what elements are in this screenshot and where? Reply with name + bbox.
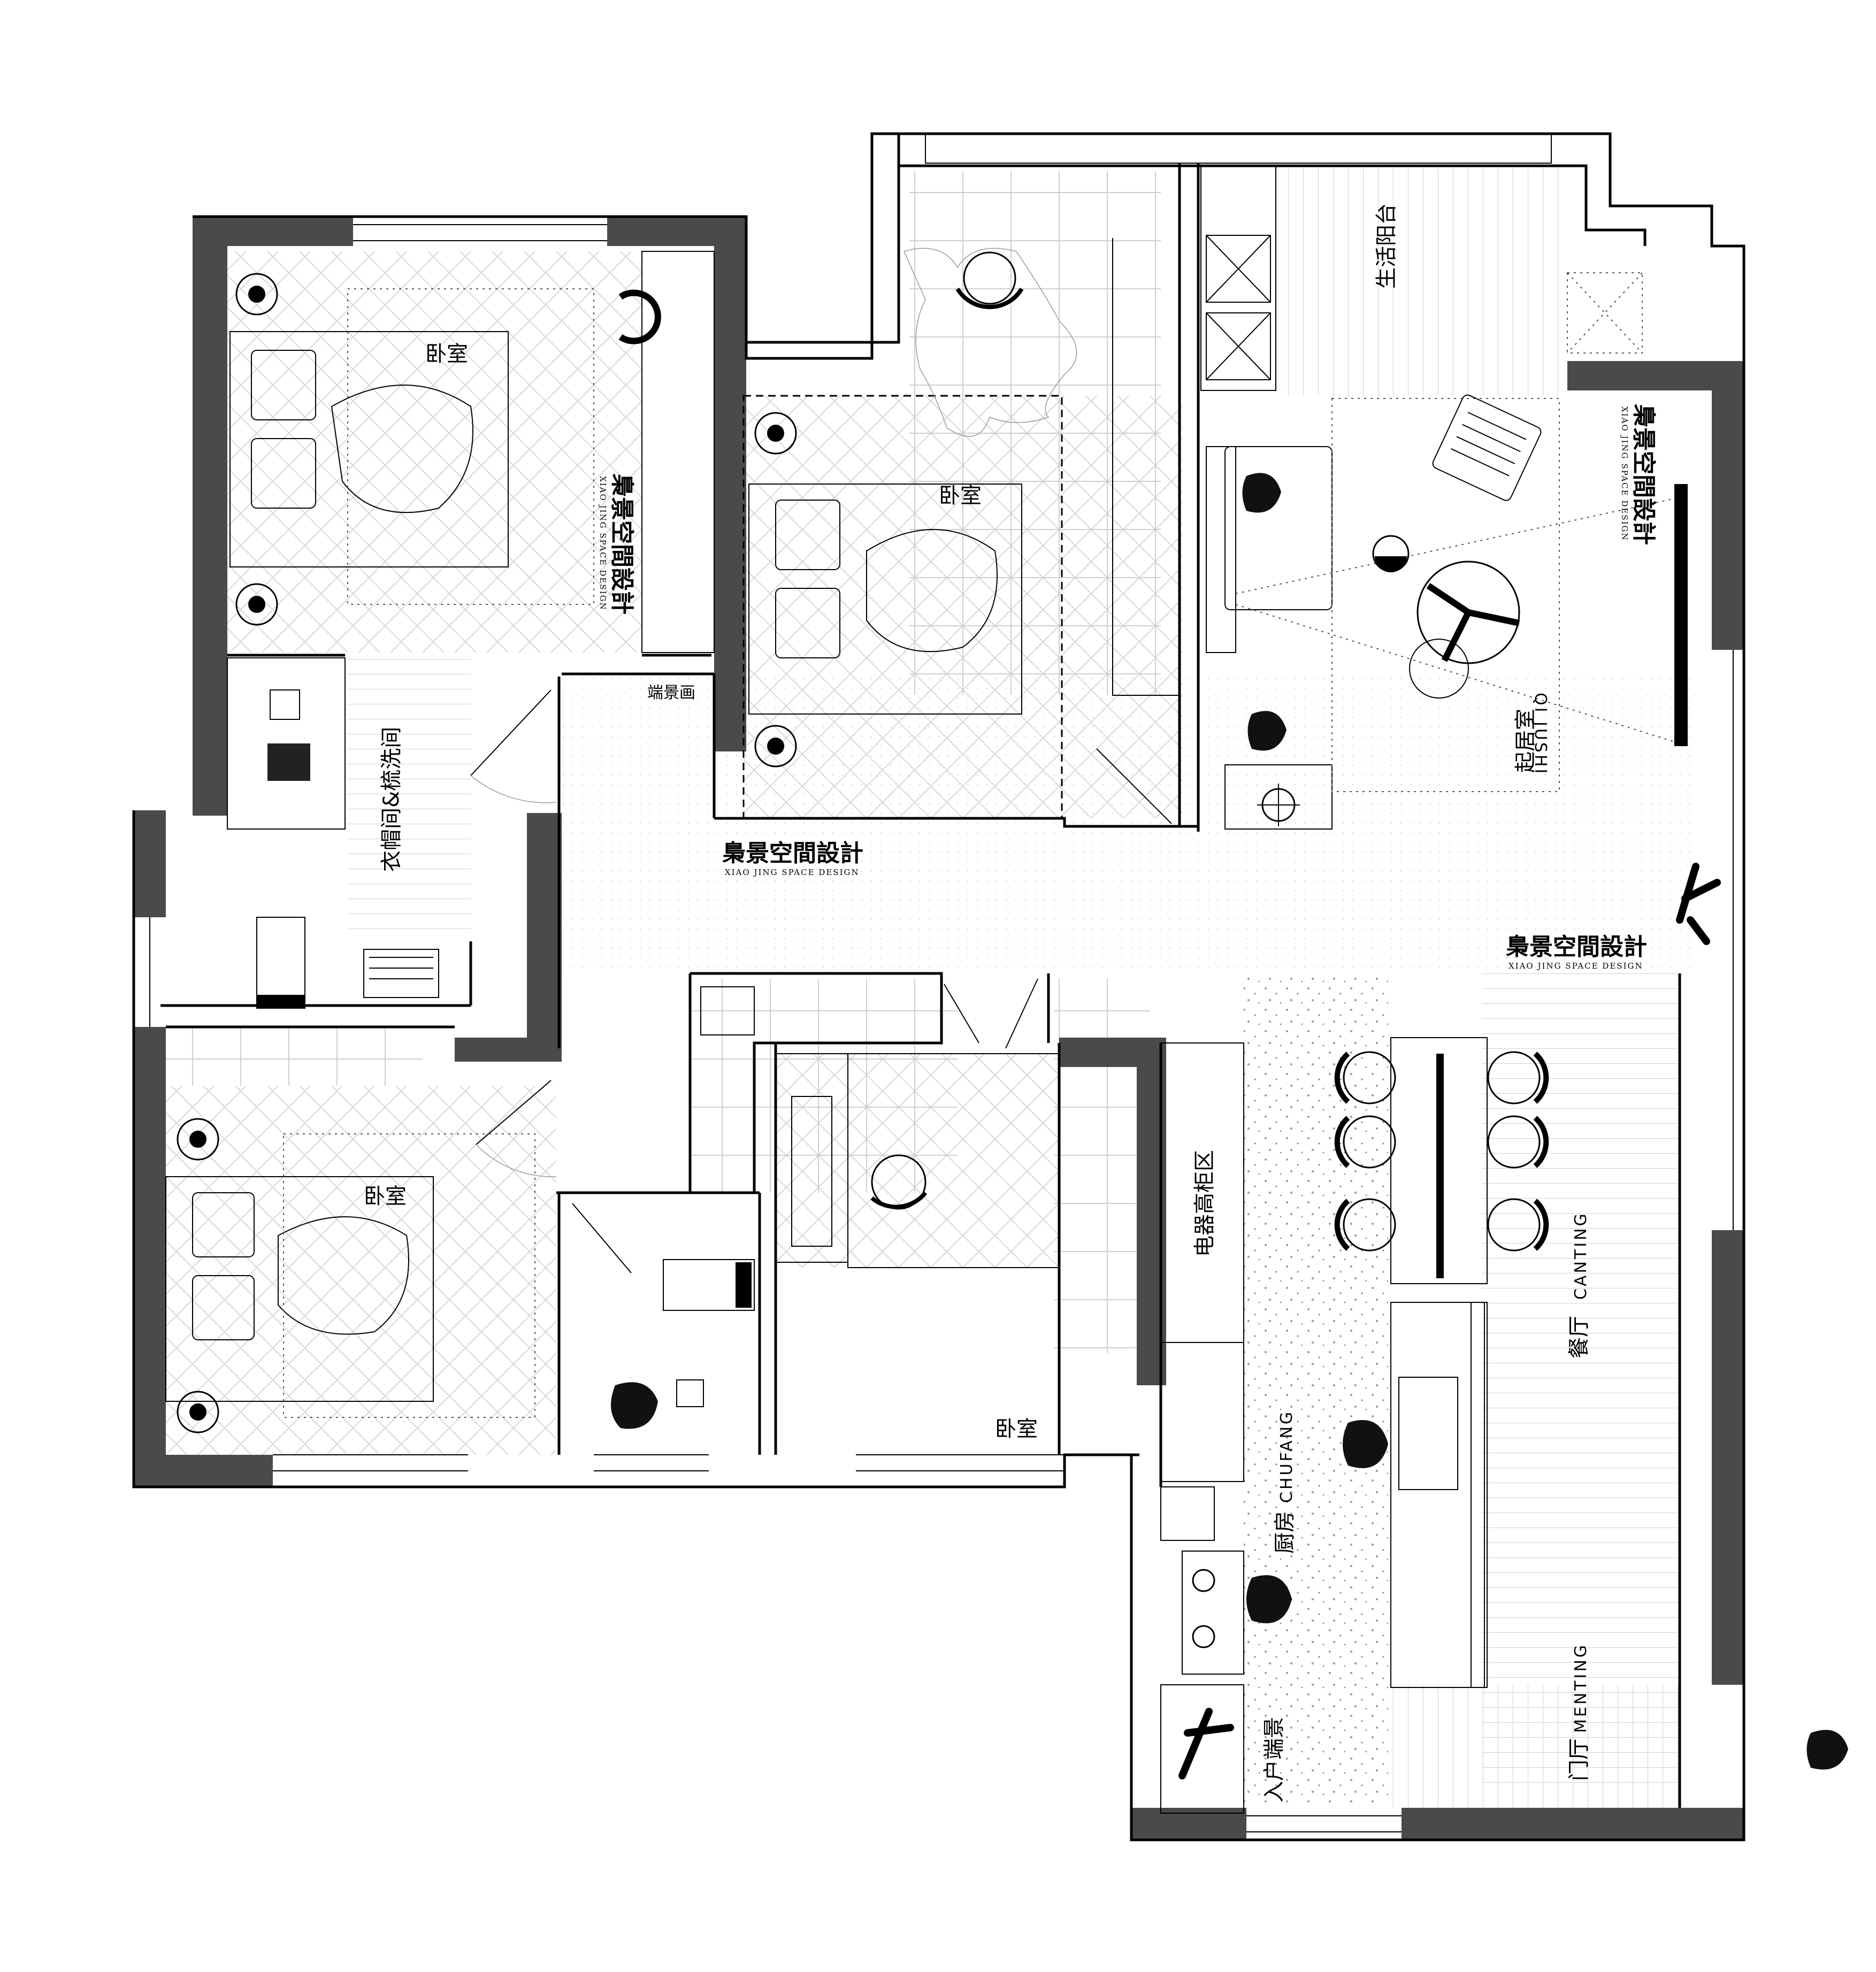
dining-en-label: CANTING (1572, 1211, 1590, 1300)
svg-text:梟景空間設計: 梟景空間設計 (722, 840, 863, 867)
study-tiles (909, 171, 1161, 695)
foyer-floor (1391, 1685, 1680, 1808)
end-painting-label: 端景画 (647, 684, 695, 702)
bedroom-center-label: 卧室 (939, 484, 982, 508)
furniture (165, 165, 1848, 1814)
bed-center (748, 484, 1022, 715)
svg-text:梟景空間設計: 梟景空間設計 (1630, 403, 1657, 545)
brand-marks: 梟景空間設計 XIAO JING SPACE DESIGN 梟景空間設計 XIA… (598, 403, 1657, 971)
bedroom-bl-floor (166, 1086, 556, 1455)
svg-text:XIAO JING SPACE DESIGN: XIAO JING SPACE DESIGN (598, 476, 608, 611)
walls (134, 217, 1744, 1840)
brand-mark-right: 梟景空間設計 XIAO JING SPACE DESIGN (1505, 933, 1647, 971)
dining-floor (1482, 973, 1680, 1797)
closet-floor (348, 658, 471, 941)
brand-mark-center: 梟景空間設計 XIAO JING SPACE DESIGN (722, 840, 863, 877)
svg-text:梟景空間設計: 梟景空間設計 (1505, 933, 1647, 961)
bedroom-bc-label: 卧室 (995, 1417, 1038, 1441)
svg-text:XIAO JING SPACE DESIGN: XIAO JING SPACE DESIGN (1620, 406, 1629, 541)
brand-mark-tl-vertical: 梟景空間設計 XIAO JING SPACE DESIGN (598, 473, 635, 615)
foyer-label: 门厅 (1567, 1738, 1591, 1781)
svg-text:XIAO JING SPACE DESIGN: XIAO JING SPACE DESIGN (1509, 961, 1643, 971)
closet-label: 衣帽间&梳洗间 (379, 727, 404, 872)
bed-tl (229, 331, 509, 567)
floor-finishes (166, 166, 1693, 1808)
kitchen-label: 厨房 (1273, 1511, 1297, 1554)
labels: 卧室 卧室 卧室 卧室 端景画 衣帽间&梳洗间 生活阳台 起居室 QI JUSH… (364, 203, 1591, 1802)
foyer-en-label: MENTING (1572, 1643, 1590, 1733)
balcony-label: 生活阳台 (1374, 203, 1399, 289)
entry-view-label: 入户端景 (1262, 1717, 1287, 1802)
svg-text:梟景空間設計: 梟景空間設計 (608, 473, 635, 615)
dining-label: 餐厅 (1567, 1316, 1591, 1359)
doors (470, 689, 1172, 1273)
bedroom-tl-label: 卧室 (425, 342, 468, 366)
bedroom-tl-floor (227, 251, 642, 653)
wc-tiles (1054, 979, 1150, 1353)
kitchen-floor (1244, 973, 1388, 1802)
bath-tiles (690, 979, 958, 1193)
kitchen-en-label: CHUFANG (1277, 1410, 1296, 1503)
corridor-bottom-tiles (166, 1027, 423, 1086)
balcony-floor (1276, 166, 1565, 396)
brand-mark-living-vertical: 梟景空間設計 XIAO JING SPACE DESIGN (1620, 403, 1657, 545)
svg-text:XIAO JING SPACE DESIGN: XIAO JING SPACE DESIGN (725, 868, 860, 877)
living-room-label: 起居室 (1513, 709, 1538, 773)
living-room-en-label: QI JUSHI (1531, 693, 1550, 776)
bed-bl (165, 1176, 434, 1402)
appliance-label: 电器高柜区 (1192, 1150, 1217, 1257)
bedroom-bl-label: 卧室 (364, 1184, 407, 1209)
